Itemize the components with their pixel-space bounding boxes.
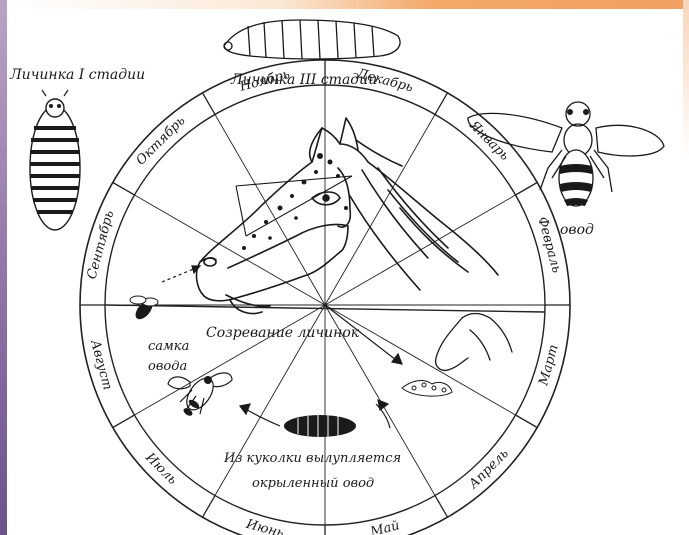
month-label: Июнь xyxy=(243,517,285,535)
sector-spoke xyxy=(325,114,435,305)
ring-divider xyxy=(435,93,448,115)
ring-divider xyxy=(516,415,538,428)
female-gadfly-label: самка овода xyxy=(148,339,193,374)
month-label: Август xyxy=(87,337,115,391)
larva-stage3-illustration xyxy=(224,20,400,59)
female-gadfly-small-illustration xyxy=(130,296,158,322)
gadfly-label: овод xyxy=(560,222,594,238)
month-label: Январь xyxy=(465,117,512,164)
larva-stage3-label: Личинка III стадии xyxy=(230,72,377,88)
ring-divider xyxy=(516,183,538,196)
emergence-label: Из куколки вылупляется окрыленный овод xyxy=(223,451,405,491)
pupa-illustration xyxy=(284,415,356,437)
larva-stage1-label: Личинка I стадии xyxy=(9,67,145,83)
month-label: Май xyxy=(368,518,401,535)
month-label: Октябрь xyxy=(133,113,188,168)
sector-spoke xyxy=(215,114,325,305)
maturation-label: Созревание личинок xyxy=(206,325,360,341)
larva-stage1-illustration xyxy=(30,90,80,230)
ring-divider xyxy=(113,183,135,196)
ring-divider xyxy=(113,415,135,428)
sector-spoke xyxy=(325,305,516,415)
month-label: Апрель xyxy=(466,446,512,492)
ring-divider xyxy=(203,93,216,115)
ring-divider xyxy=(203,496,216,518)
month-label: Сентябрь xyxy=(85,209,118,281)
horse-head-spots xyxy=(242,153,348,250)
ring-divider xyxy=(435,496,448,518)
sector-spoke xyxy=(134,195,325,305)
migration-lines xyxy=(236,176,352,236)
female-gadfly-illustration xyxy=(168,373,232,417)
small-horse-illustration xyxy=(436,314,512,371)
larva-pile-illustration xyxy=(402,381,452,397)
month-label: Июль xyxy=(141,450,179,488)
